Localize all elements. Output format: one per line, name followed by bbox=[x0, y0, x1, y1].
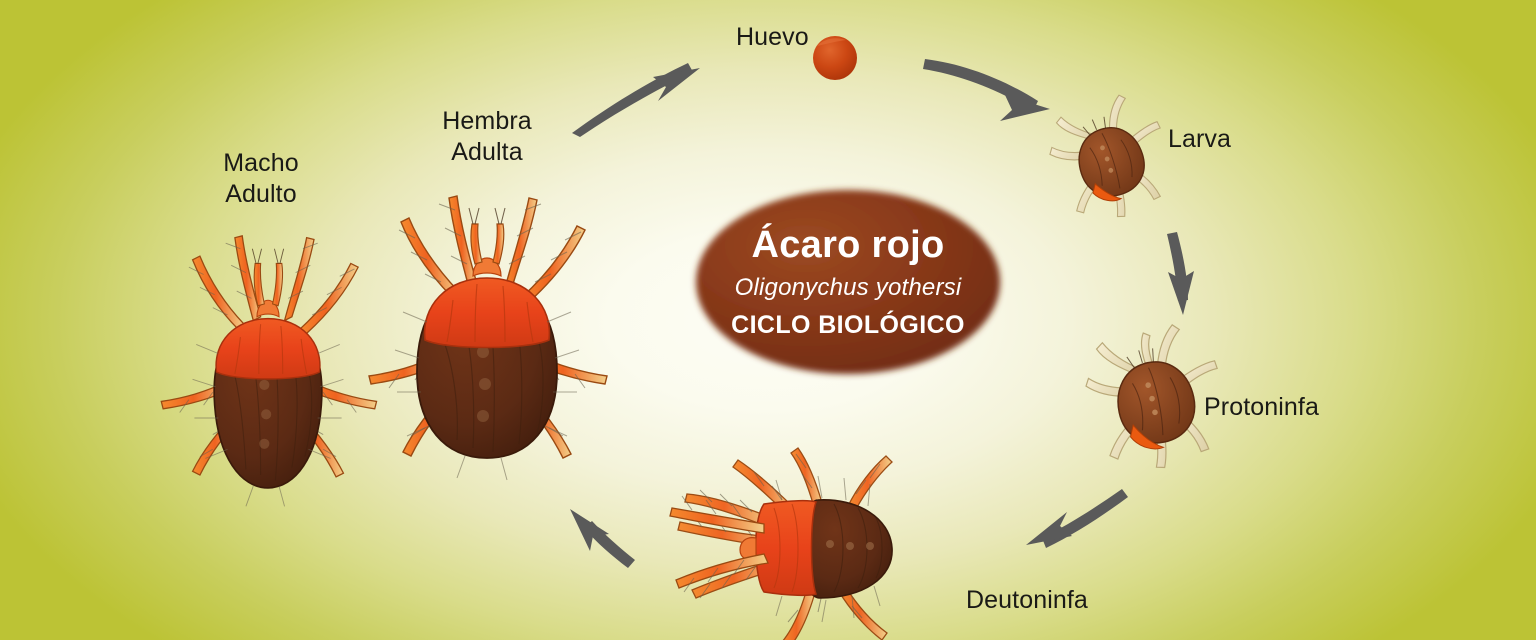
arrow-deutoninfa-to-female bbox=[570, 509, 635, 568]
mite-larva bbox=[1049, 94, 1162, 218]
arrow-adult-to-egg bbox=[572, 63, 700, 137]
center-ellipse bbox=[696, 190, 1000, 374]
label-protoninfa: Protoninfa bbox=[1204, 393, 1319, 421]
arrow-egg-to-larva bbox=[923, 59, 1050, 121]
label-huevo: Huevo bbox=[736, 23, 809, 51]
mite-deutoninfa bbox=[669, 447, 893, 640]
mite-macho-adulto bbox=[160, 235, 378, 507]
label-deutoninfa: Deutoninfa bbox=[966, 586, 1088, 614]
mite-protoninfa bbox=[1085, 324, 1218, 469]
egg-huevo bbox=[813, 36, 857, 80]
arrow-larva-to-protoninfa bbox=[1167, 232, 1194, 315]
label-larva: Larva bbox=[1168, 125, 1232, 153]
label-hembra-adulta: Hembra Adulta bbox=[442, 107, 532, 166]
mite-hembra-adulta bbox=[368, 195, 608, 481]
label-macho-adulto: Macho Adulto bbox=[223, 149, 299, 208]
arrow-protoninfa-to-deutoninfa bbox=[1026, 489, 1128, 548]
